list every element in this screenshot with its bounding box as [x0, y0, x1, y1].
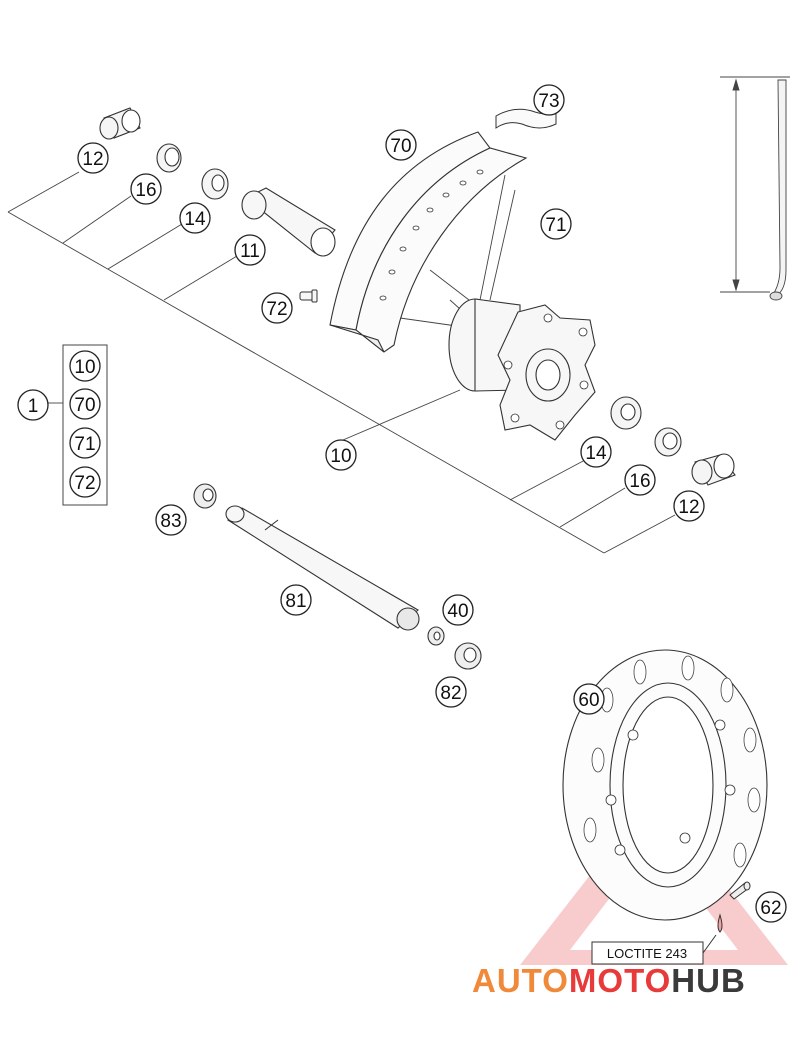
- seal-16-right: [654, 427, 682, 457]
- callout-62: 62: [760, 898, 781, 919]
- callout-12-left: 12: [82, 149, 103, 170]
- callout-1: 1: [28, 396, 39, 417]
- brake-disc-bolt-holes: [605, 719, 736, 856]
- spokes: [399, 174, 516, 346]
- callout-11: 11: [240, 241, 260, 262]
- rim: [329, 131, 528, 353]
- spacer-12-left: [99, 107, 141, 140]
- watermark-hub: HUB: [671, 962, 746, 999]
- watermark-auto: AUTO: [472, 962, 569, 999]
- kit-item-70: 70: [74, 395, 95, 416]
- watermark-logo: AUTOMOTOHUB: [472, 962, 746, 1000]
- callout-16-left: 16: [135, 180, 156, 201]
- callout-14-right: 14: [585, 443, 607, 464]
- seal-16-left: [156, 143, 182, 173]
- callout-16-right: 16: [629, 471, 650, 492]
- callout-71: 71: [545, 215, 566, 236]
- axle-nut-82: [454, 642, 482, 670]
- loctite-label: LOCTITE 243: [607, 946, 687, 961]
- callout-40: 40: [447, 601, 468, 622]
- callout-12-right: 12: [678, 497, 699, 518]
- leader-lines: [7, 171, 676, 554]
- callout-14-left: 14: [184, 209, 206, 230]
- callout-60: 60: [578, 690, 599, 711]
- bearing-14-left: [201, 168, 229, 200]
- hub-bolt-holes: [503, 313, 589, 430]
- nipple-72: [299, 289, 318, 303]
- thread-lock-drop-icon: [717, 913, 723, 933]
- spacer-12-right: [691, 453, 736, 486]
- callout-labels: 12 16 14 11 72 73 70 71 10 14 16 12 83 8…: [28, 91, 782, 919]
- brake-disc-60: [562, 649, 768, 921]
- nut-83: [193, 483, 217, 509]
- callout-circles: [17, 84, 787, 923]
- callout-10: 10: [330, 446, 351, 467]
- callout-70: 70: [390, 136, 411, 157]
- kit-box: [62, 344, 108, 506]
- callout-83: 83: [160, 511, 181, 532]
- callout-82: 82: [440, 683, 461, 704]
- bearing-14-right: [610, 396, 642, 430]
- hub: [448, 298, 596, 441]
- callout-73: 73: [538, 91, 559, 112]
- bolt-62: [729, 881, 751, 900]
- spoke-detail: [720, 76, 790, 301]
- watermark-moto: MOTO: [568, 962, 672, 999]
- axle-81: [225, 505, 420, 631]
- callout-72: 72: [266, 299, 287, 320]
- washer-40: [427, 626, 445, 646]
- loctite-note: LOCTITE 243: [591, 934, 717, 965]
- kit-item-72: 72: [74, 473, 95, 494]
- rim-tape: [495, 108, 557, 129]
- kit-item-10: 10: [74, 357, 95, 378]
- kit-item-71: 71: [74, 434, 95, 455]
- rim-spoke-holes: [379, 169, 484, 301]
- brake-disc-vents: [583, 655, 761, 868]
- callout-81: 81: [285, 591, 306, 612]
- distance-sleeve-11: [241, 187, 336, 257]
